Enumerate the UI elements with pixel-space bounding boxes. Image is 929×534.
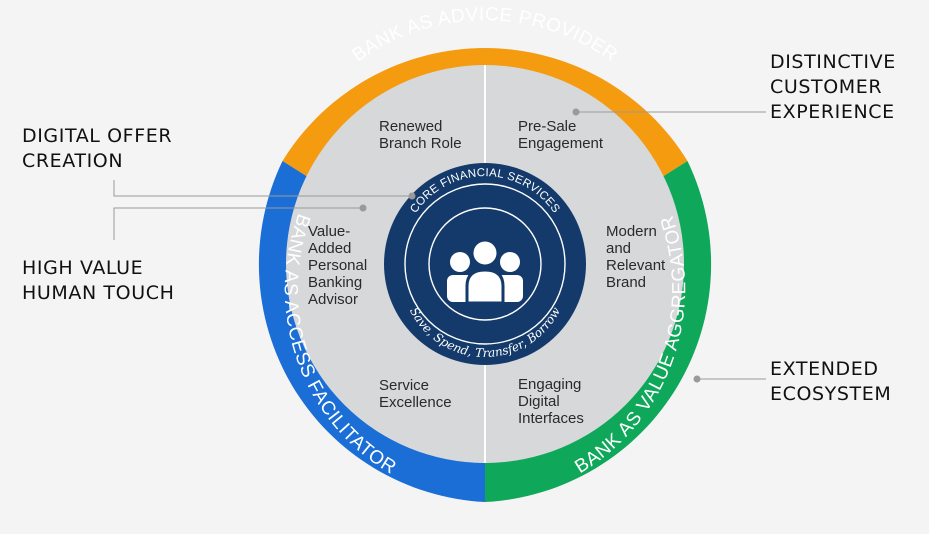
callout-high-value-human-touch: HIGH VALUE HUMAN TOUCH [22,256,174,306]
callout-line: HUMAN TOUCH [22,282,175,304]
value-aggregator-arc [485,160,712,503]
access-facilitator-arc [258,160,485,503]
connector-dot [359,204,367,212]
callout-line: EXTENDED [770,358,879,380]
connector-dots [359,108,701,383]
callout-extended-ecosystem: EXTENDED ECOSYSTEM [770,357,891,407]
connector-dot [572,108,580,116]
callout-line: ECOSYSTEM [770,383,892,405]
callout-digital-offer-creation: DIGITAL OFFER CREATION [22,124,172,174]
core-inner-ring [404,183,566,345]
callout-distinctive-customer-experience: DISTINCTIVE CUSTOMER EXPERIENCE [770,50,896,125]
core-inner-ring [428,207,542,321]
callout-line: CREATION [22,150,124,172]
connector-lines [113,111,766,380]
callout-line: EXPERIENCE [770,101,895,123]
segment-value-added-advisor: Value- Added Personal Banking Advisor [308,223,371,308]
callout-line: CUSTOMER [770,76,883,98]
segment-service-excellence: Service Excellence [379,377,452,411]
people-group-icon [447,238,523,305]
advice-provider-arc [282,48,688,182]
segment-pre-sale-engagement: Pre-Sale Engagement [518,118,604,152]
segment-modern-relevant-brand: Modern and Relevant Brand [606,223,669,291]
connector-human-touch [113,207,363,240]
connector-dot [408,192,416,200]
segment-engaging-digital-interfaces: Engaging Digital Interfaces [518,376,586,427]
connector-dot [693,375,701,383]
callout-line: HIGH VALUE [22,257,144,279]
callout-line: DISTINCTIVE [770,51,896,73]
callout-line: DIGITAL OFFER [22,125,173,147]
segment-renewed-branch-role: Renewed Branch Role [379,118,462,152]
connector-digital-offer [113,180,412,197]
